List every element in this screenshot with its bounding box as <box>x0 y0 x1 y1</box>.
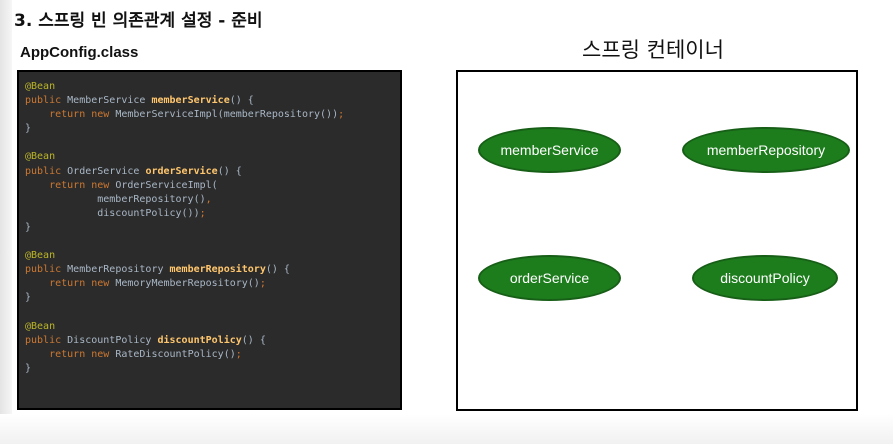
code-caption: AppConfig.class <box>20 44 139 61</box>
code-line: return new MemberServiceImpl(memberRepos… <box>25 108 400 122</box>
bean-member-repository: memberRepository <box>682 127 850 173</box>
code-line: return new OrderServiceImpl( <box>25 179 400 193</box>
code-line: return new RateDiscountPolicy(); <box>25 348 400 362</box>
code-token: ; <box>338 109 345 121</box>
code-token <box>25 349 49 360</box>
code-token: , <box>205 193 212 205</box>
code-line: memberRepository(), <box>25 193 400 207</box>
code-token: () { <box>265 264 290 276</box>
code-token: discountPolicy()) <box>25 207 200 219</box>
bottom-page-edge <box>0 414 893 444</box>
code-token: memberService <box>151 95 230 107</box>
bean-member-service: memberService <box>478 127 621 173</box>
code-token: public <box>25 95 68 107</box>
code-token: MemoryMemberRepository() <box>115 278 260 290</box>
code-token: memberRepository <box>169 264 266 276</box>
code-token: return new <box>49 278 116 290</box>
code-token: orderService <box>145 165 218 177</box>
code-token <box>25 278 49 289</box>
code-token: ; <box>199 207 206 219</box>
bean-discount-policy: discountPolicy <box>692 255 838 301</box>
code-token: @Bean <box>25 320 56 332</box>
code-line: @Bean <box>25 249 400 263</box>
code-token: public <box>25 165 68 177</box>
code-line <box>25 306 400 320</box>
code-token: OrderService <box>67 165 146 177</box>
code-token: @Bean <box>25 81 56 92</box>
code-token: return new <box>49 109 116 121</box>
code-line: } <box>25 221 400 235</box>
code-token: memberRepository() <box>25 193 206 205</box>
code-token: @Bean <box>25 250 56 262</box>
code-token: () { <box>241 334 266 346</box>
code-token: discountPolicy <box>157 334 242 346</box>
code-line: @Bean <box>25 150 400 164</box>
code-token <box>25 180 49 191</box>
container-title: 스프링 컨테이너 <box>582 38 724 62</box>
code-line <box>25 235 400 249</box>
code-token: () { <box>229 95 254 107</box>
code-token: } <box>25 221 32 233</box>
code-line: public OrderService orderService() { <box>25 165 400 179</box>
code-token: MemberServiceImpl(memberRepository()) <box>115 109 339 121</box>
spring-container-box: memberService memberRepository orderServ… <box>456 70 858 411</box>
code-token <box>25 109 49 120</box>
code-token: } <box>25 292 32 304</box>
code-token: MemberService <box>67 95 152 107</box>
code-line: @Bean <box>25 320 400 334</box>
code-line <box>25 136 400 150</box>
code-token: @Bean <box>25 151 56 163</box>
code-line: public DiscountPolicy discountPolicy() { <box>25 334 400 348</box>
code-token: public <box>25 334 68 346</box>
code-line: public MemberService memberService() { <box>25 94 400 108</box>
code-line: discountPolicy()); <box>25 207 400 221</box>
code-token: } <box>25 362 32 374</box>
code-token: RateDiscountPolicy() <box>115 348 236 360</box>
code-line: public MemberRepository memberRepository… <box>25 263 400 277</box>
slide-title: 3. 스프링 빈 의존관계 설정 - 준비 <box>14 11 263 31</box>
left-page-edge <box>0 0 12 444</box>
code-line: @Bean <box>25 80 400 94</box>
code-token: } <box>25 123 32 135</box>
code-line: } <box>25 291 400 305</box>
code-line: } <box>25 122 400 136</box>
code-token: () { <box>217 165 242 177</box>
code-token: MemberRepository <box>67 264 170 276</box>
code-line: return new MemoryMemberRepository(); <box>25 277 400 291</box>
code-token: return new <box>49 179 116 191</box>
code-token: public <box>25 264 68 276</box>
code-token: DiscountPolicy <box>67 334 158 346</box>
code-token: ; <box>235 348 242 360</box>
code-line: } <box>25 362 400 376</box>
code-token: ; <box>259 278 266 290</box>
bean-order-service: orderService <box>478 255 621 301</box>
code-token: return new <box>49 348 116 360</box>
code-token: OrderServiceImpl( <box>115 179 218 191</box>
